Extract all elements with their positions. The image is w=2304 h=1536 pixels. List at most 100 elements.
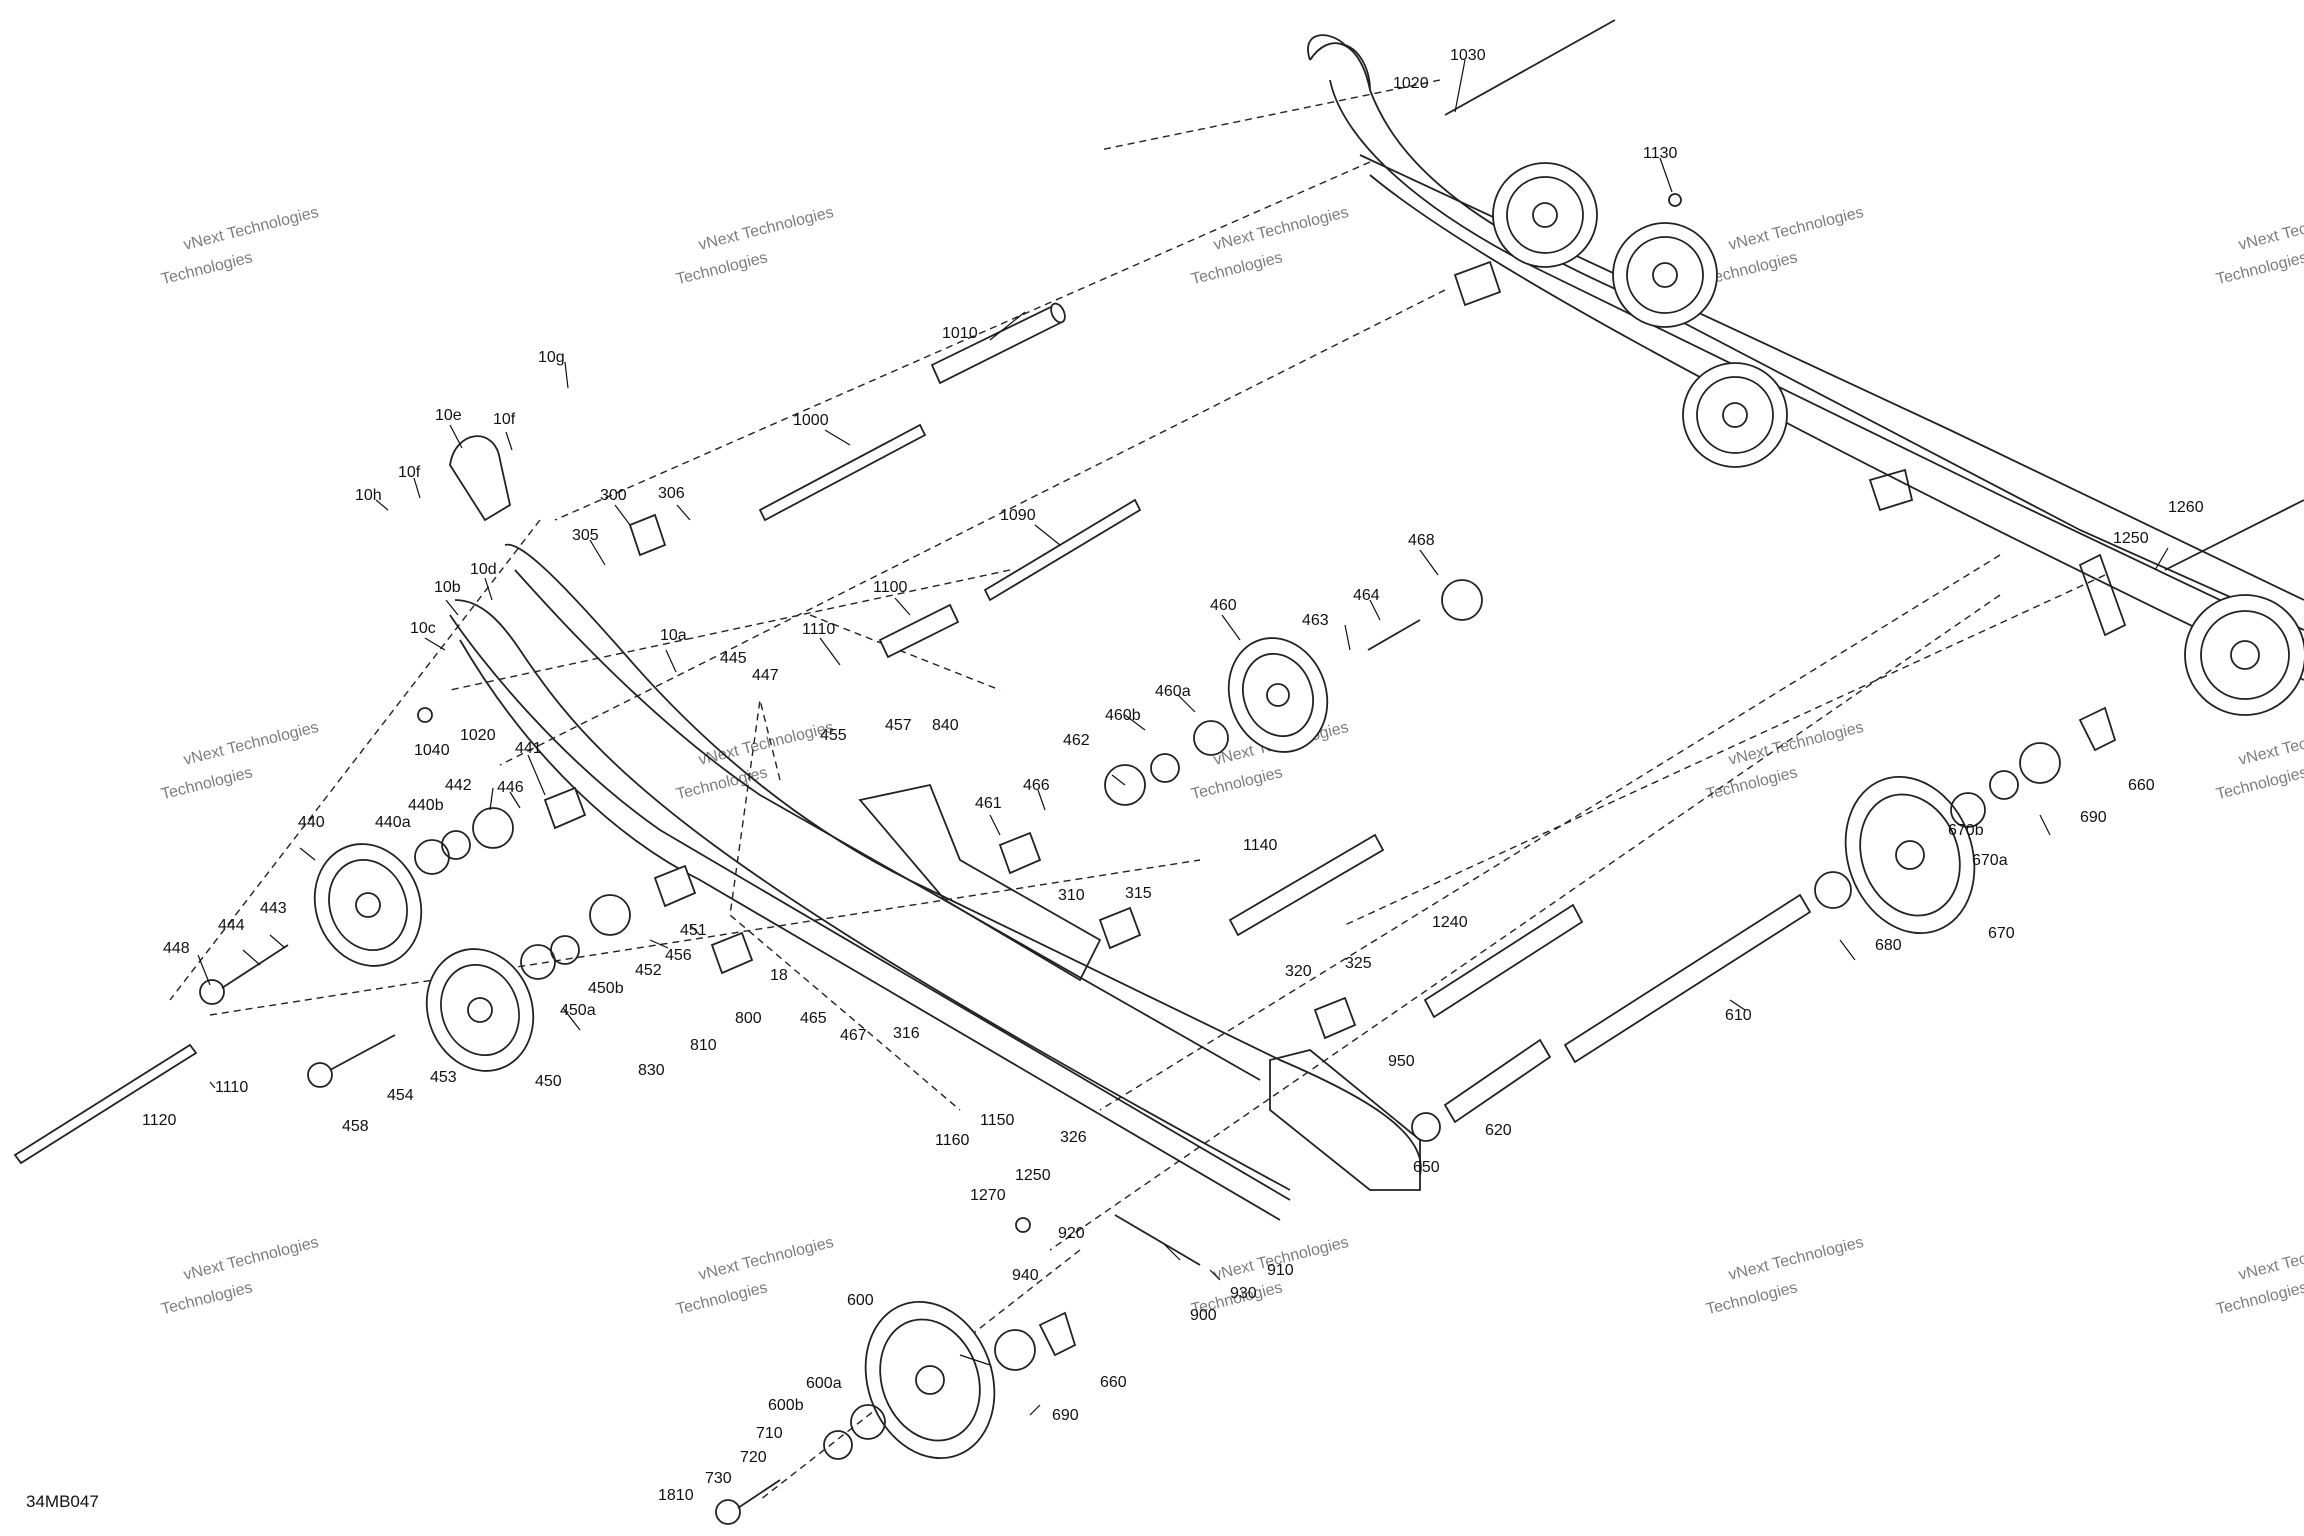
rear-idler-wheel-2 (1612, 222, 1718, 328)
part-label-18: 18 (770, 967, 788, 984)
wheel-460 (1227, 637, 1329, 753)
part-label-1110: 1110 (802, 621, 835, 638)
part-label-10h: 10h (355, 487, 382, 504)
part-label-440a: 440a (375, 814, 411, 831)
watermark: vNext Technologies Technologies (675, 204, 836, 288)
slide-strip (459, 639, 1281, 1221)
part-label-660: 660 (1100, 1374, 1127, 1391)
watermark: vNext Technologies Technologies (1705, 204, 1866, 288)
part-label-1140: 1140 (1243, 837, 1278, 854)
part-label-464: 464 (1353, 587, 1380, 604)
part-label-325: 325 (1345, 955, 1372, 972)
seal-452 (589, 894, 631, 936)
watermark: vNext Technologies Technologies (1190, 204, 1351, 288)
diagram-code: 34MB047 (26, 1492, 99, 1511)
part-label-1250: 1250 (2113, 530, 2149, 547)
bearing-670a (1950, 792, 1986, 828)
part-label-445: 445 (720, 650, 747, 667)
part-label-444: 444 (218, 917, 245, 934)
part-label-440b: 440b (408, 797, 444, 814)
wheel-440 (313, 843, 423, 967)
part-label-1130: 1130 (1643, 145, 1678, 162)
spacer-tube-end (1453, 260, 1502, 307)
part-label-940: 940 (1012, 1267, 1039, 1284)
part-label-10f: 10f (493, 411, 516, 428)
part-label-1100: 1100 (873, 579, 908, 596)
part-label-600b: 600b (768, 1397, 804, 1414)
shaft-1010-end (1050, 302, 1066, 324)
cap-458 (307, 1062, 333, 1088)
tube-610 (1563, 893, 1812, 1064)
svg-text:Technologies: Technologies (2215, 249, 2304, 288)
part-label-600a: 600a (806, 1375, 842, 1392)
part-label-1240: 1240 (1432, 914, 1468, 931)
rear-idler-wheel-4-hub (2230, 640, 2260, 670)
part-label-443: 443 (260, 900, 287, 917)
svg-text:Technologies: Technologies (1705, 1279, 1800, 1318)
seal-462 (1104, 764, 1146, 806)
shafts (13, 19, 2304, 1165)
rear-idler-wheel-2-rim (1626, 236, 1704, 314)
part-label-800: 800 (735, 1010, 762, 1027)
leader-lines (197, 59, 2169, 1416)
wheels (313, 637, 1976, 1460)
hardware (199, 193, 2117, 1525)
left-rail-bottom (449, 614, 1291, 1201)
spacer-1100 (878, 603, 960, 659)
tube-1240 (1423, 903, 1584, 1019)
part-label-650: 650 (1413, 1159, 1440, 1176)
watermarks: vNext Technologies Technologies vNext Te… (160, 204, 2304, 1318)
part-label-326: 326 (1060, 1129, 1087, 1146)
part-label-440: 440 (298, 814, 325, 831)
left-rail-bracket-plate (858, 783, 1102, 982)
part-label-466: 466 (1023, 777, 1050, 794)
svg-text:Technologies: Technologies (675, 249, 770, 288)
part-label-1150: 1150 (980, 1112, 1015, 1129)
part-label-610: 610 (1725, 1007, 1752, 1024)
wheel-670 (1844, 775, 1976, 935)
bearing-600a (850, 1404, 886, 1440)
shaft-1000 (758, 423, 927, 522)
part-label-10c: 10c (410, 620, 436, 637)
part-label-450a: 450a (560, 1002, 596, 1019)
part-label-690: 690 (2080, 809, 2107, 826)
rear-idler-wheel-1 (1492, 162, 1598, 268)
svg-text:vNext Technologies: vNext Technologies (697, 719, 835, 769)
part-label-320: 320 (1285, 963, 1312, 980)
block-441 (543, 786, 587, 830)
part-label-456: 456 (665, 947, 692, 964)
bearing-460a (1193, 720, 1229, 756)
rear-rail-assembly (1307, 34, 2304, 716)
watermark: vNext Technologies Technologies (1705, 719, 1866, 803)
part-label-305: 305 (572, 527, 599, 544)
svg-text:vNext Technologies: vNext Technologies (697, 204, 835, 254)
part-label-460: 460 (1210, 597, 1237, 614)
shaft-900 (1114, 1214, 1201, 1266)
part-label-900: 900 (1190, 1307, 1217, 1324)
part-label-1270: 1270 (970, 1187, 1006, 1204)
watermark: vNext Technologies Technologies (160, 1234, 321, 1318)
part-label-306: 306 (658, 485, 685, 502)
part-label-1120: 1120 (142, 1112, 177, 1129)
washer-650 (1411, 1112, 1441, 1142)
part-label-600: 600 (847, 1292, 874, 1309)
seal-468 (1441, 579, 1483, 621)
part-label-10e: 10e (435, 407, 462, 424)
bolt-444 (221, 944, 289, 989)
right-rail-bottom-edge (1369, 174, 2304, 681)
cap-1810 (715, 1499, 741, 1525)
part-label-1000: 1000 (793, 412, 829, 429)
part-label-451: 451 (680, 922, 707, 939)
part-label-1090: 1090 (1000, 507, 1036, 524)
part-label-310: 310 (1058, 887, 1085, 904)
axle-1120 (13, 1043, 198, 1165)
part-label-920: 920 (1058, 1225, 1085, 1242)
cap-448 (199, 979, 225, 1005)
svg-text:vNext Technologies: vNext Technologies (1727, 719, 1865, 769)
part-label-465: 465 (800, 1010, 827, 1027)
right-rail-upper-edge (1309, 42, 2304, 631)
part-label-840: 840 (932, 717, 959, 734)
part-label-446: 446 (497, 779, 524, 796)
block-310 (1098, 906, 1142, 950)
